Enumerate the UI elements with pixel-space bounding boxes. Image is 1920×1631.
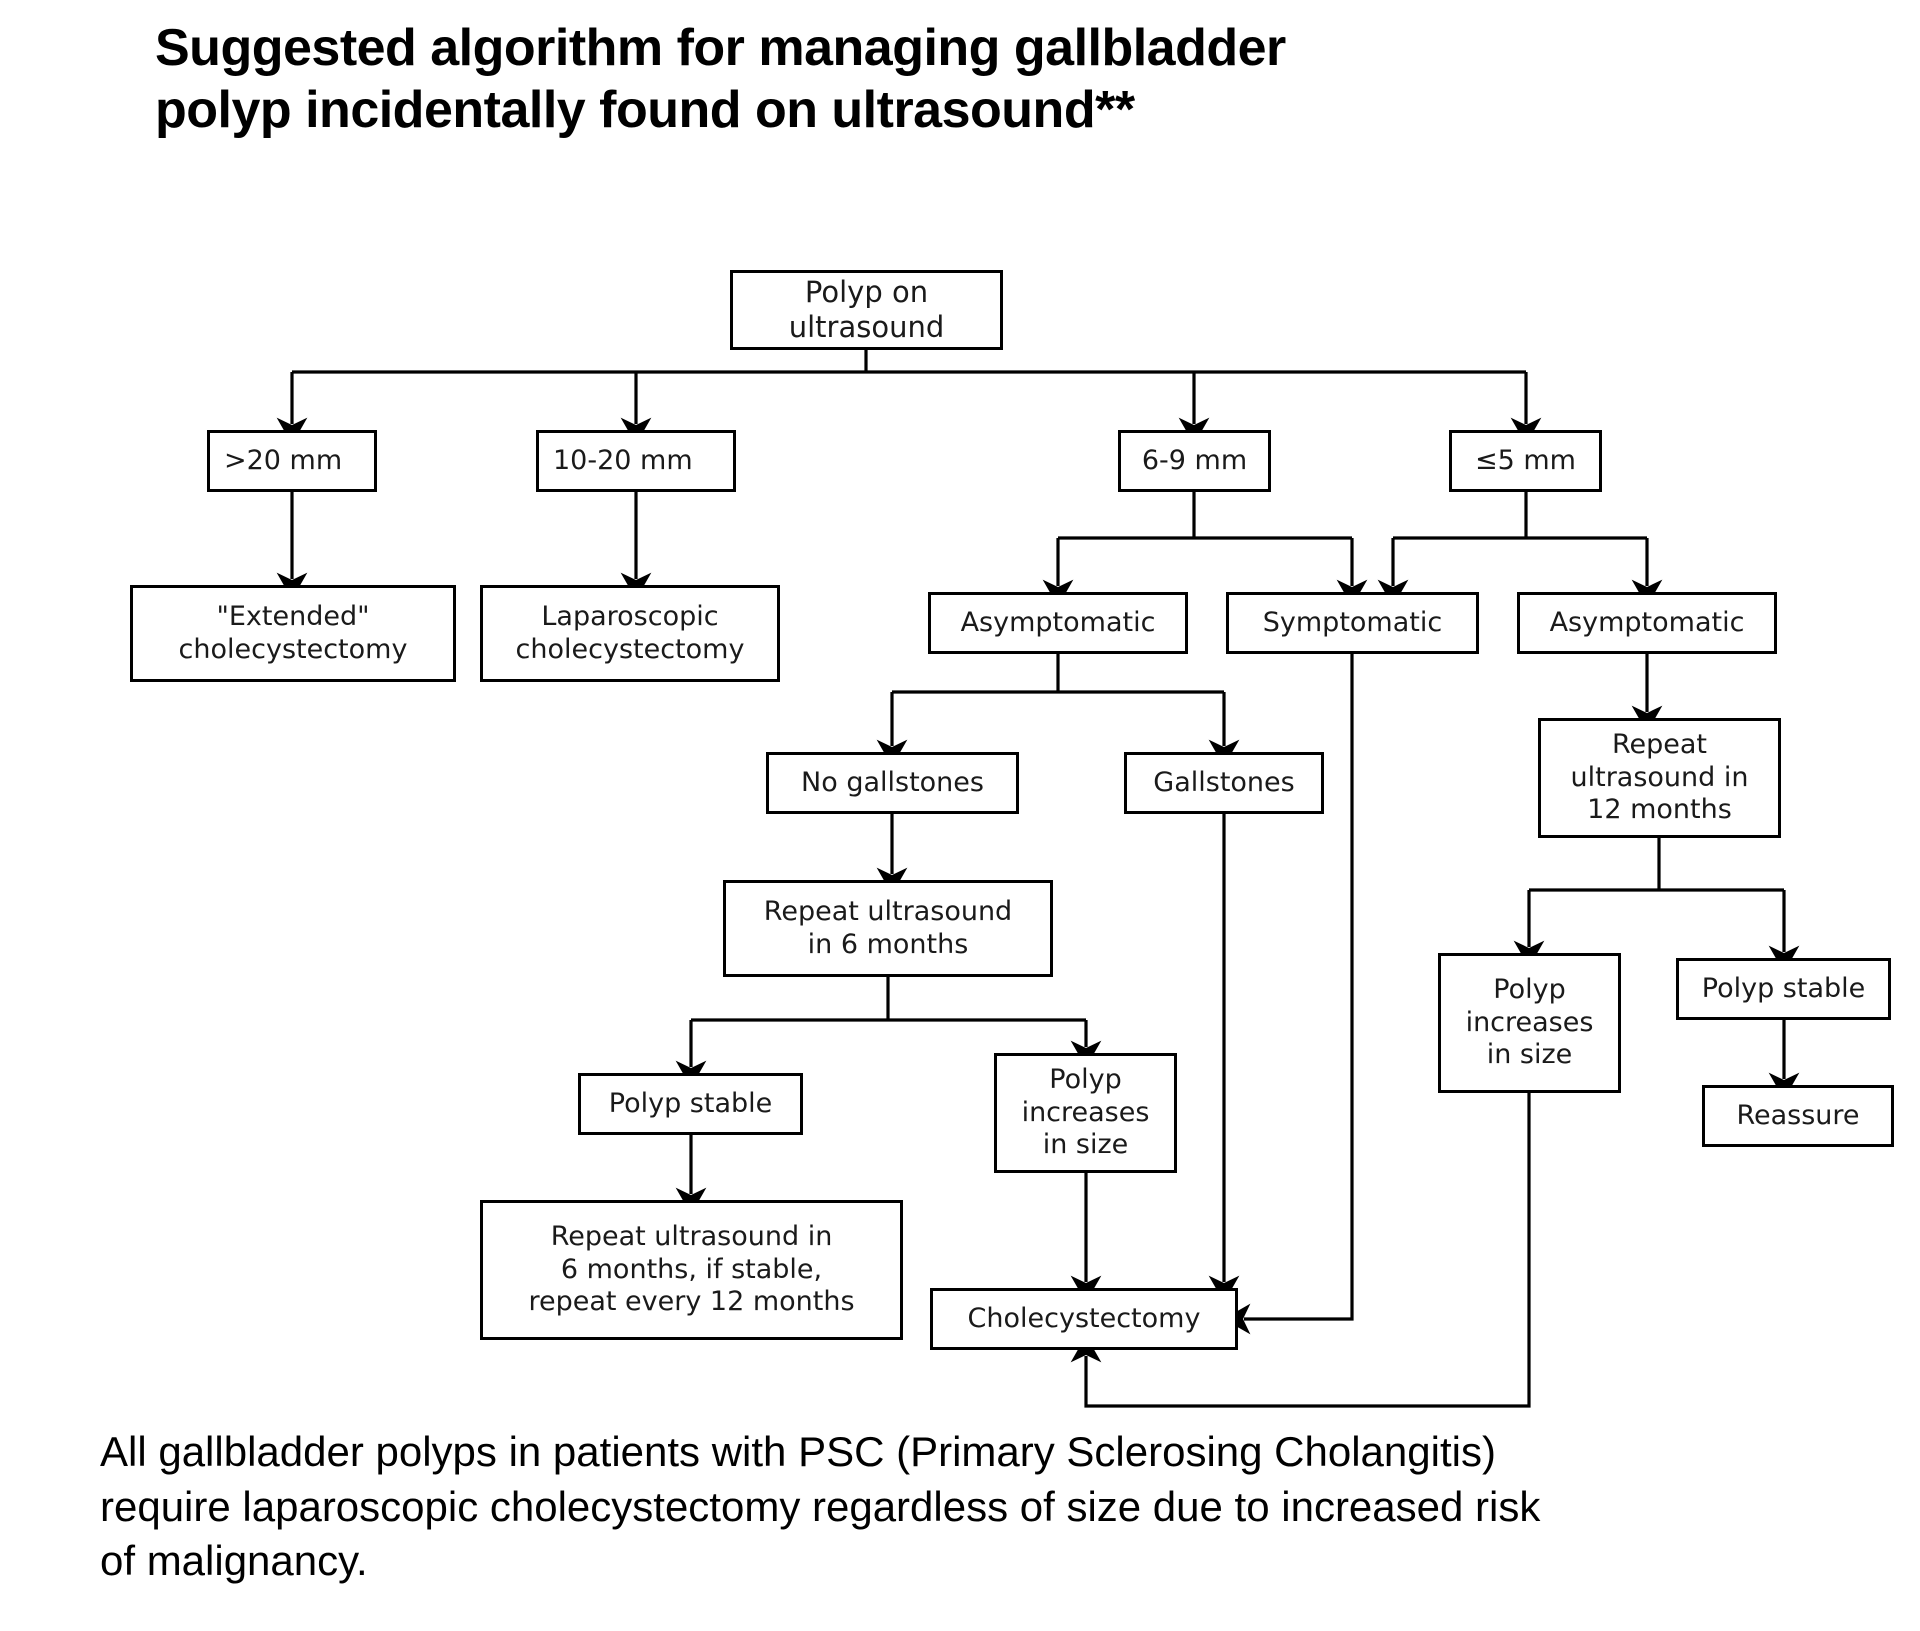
node-cholecystectomy: Cholecystectomy [930,1288,1238,1350]
node-le-5-mm: ≤5 mm [1449,430,1602,492]
node-polyp-on-ultrasound: Polyp on ultrasound [730,270,1003,350]
node-gt-20-mm: >20 mm [207,430,377,492]
node-10-20-mm: 10-20 mm [536,430,736,492]
node-no-gallstones: No gallstones [766,752,1019,814]
node-polyp-increases-in-size-mid: Polyp increases in size [994,1053,1177,1173]
node-asymptomatic-6-9: Asymptomatic [928,592,1188,654]
node-repeat-ultrasound-long: Repeat ultrasound in 6 months, if stable… [480,1200,903,1340]
node-6-9-mm: 6-9 mm [1118,430,1271,492]
node-polyp-stable-mid: Polyp stable [578,1073,803,1135]
node-laparoscopic-cholecystectomy: Laparoscopic cholecystectomy [480,585,780,682]
node-gallstones: Gallstones [1124,752,1324,814]
node-symptomatic: Symptomatic [1226,592,1479,654]
node-polyp-increases-in-size-right: Polyp increases in size [1438,953,1621,1093]
footnote-text: All gallbladder polyps in patients with … [100,1428,1541,1585]
edge-symptomatic-to-cholecystectomy [1223,654,1354,1335]
node-polyp-stable-right: Polyp stable [1676,958,1891,1020]
node-repeat-ultrasound-12-months: Repeat ultrasound in 12 months [1538,718,1781,838]
node-asymptomatic-le-5: Asymptomatic [1517,592,1777,654]
node-reassure: Reassure [1702,1085,1894,1147]
edge-polyp-increases-right-to-cholecystectomy [1070,1093,1531,1408]
node-extended-cholecystectomy: "Extended" cholecystectomy [130,585,456,682]
page-title: Suggested algorithm for managing gallbla… [155,19,1286,139]
node-repeat-ultrasound-6-months: Repeat ultrasound in 6 months [723,880,1053,977]
